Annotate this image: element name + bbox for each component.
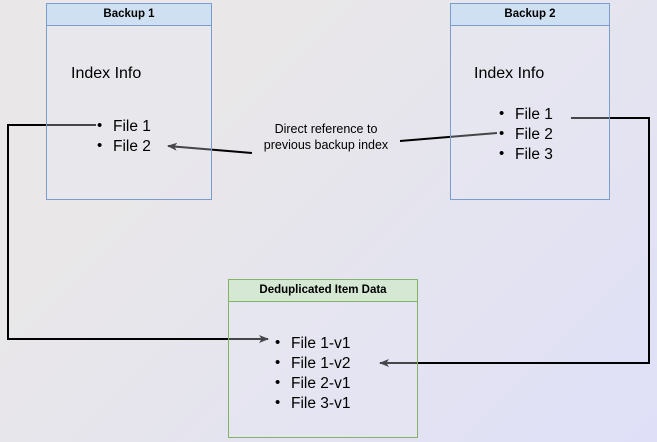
backup2-body: Index Info File 1 File 2 File 3 xyxy=(451,26,609,199)
dedup-header: Deduplicated Item Data xyxy=(229,280,417,302)
list-item: File 3-v1 xyxy=(275,393,350,414)
dedup-body: File 1-v1 File 1-v2 File 2-v1 File 3-v1 xyxy=(229,302,417,437)
list-item: File 2-v1 xyxy=(275,373,350,394)
deduplicated-item-data-box[interactable]: Deduplicated Item Data File 1-v1 File 1-… xyxy=(228,279,418,438)
list-item: File 3 xyxy=(499,144,553,165)
backup2-header: Backup 2 xyxy=(451,4,609,26)
dedup-file-list: File 1-v1 File 1-v2 File 2-v1 File 3-v1 xyxy=(275,333,350,414)
annotation-line-2: previous backup index xyxy=(263,138,389,152)
list-item: File 1-v2 xyxy=(275,353,350,374)
backup1-body: Index Info File 1 File 2 xyxy=(47,26,211,199)
backup2-file-list: File 1 File 2 File 3 xyxy=(499,104,553,165)
list-item: File 1 xyxy=(499,104,553,125)
annotation-line-1: Direct reference to xyxy=(274,122,378,136)
backup1-file-list: File 1 File 2 xyxy=(97,116,151,157)
list-item: File 2 xyxy=(499,124,553,145)
list-item: File 1-v1 xyxy=(275,333,350,354)
backup2-index-info-label: Index Info xyxy=(474,65,545,82)
backup1-box[interactable]: Backup 1 Index Info File 1 File 2 xyxy=(46,3,212,200)
backup1-index-info-label: Index Info xyxy=(71,65,142,82)
direct-reference-annotation: Direct reference to previous backup inde… xyxy=(249,121,403,153)
backup2-box[interactable]: Backup 2 Index Info File 1 File 2 File 3 xyxy=(450,3,610,200)
list-item: File 2 xyxy=(97,136,151,157)
list-item: File 1 xyxy=(97,116,151,137)
backup1-header: Backup 1 xyxy=(47,4,211,26)
